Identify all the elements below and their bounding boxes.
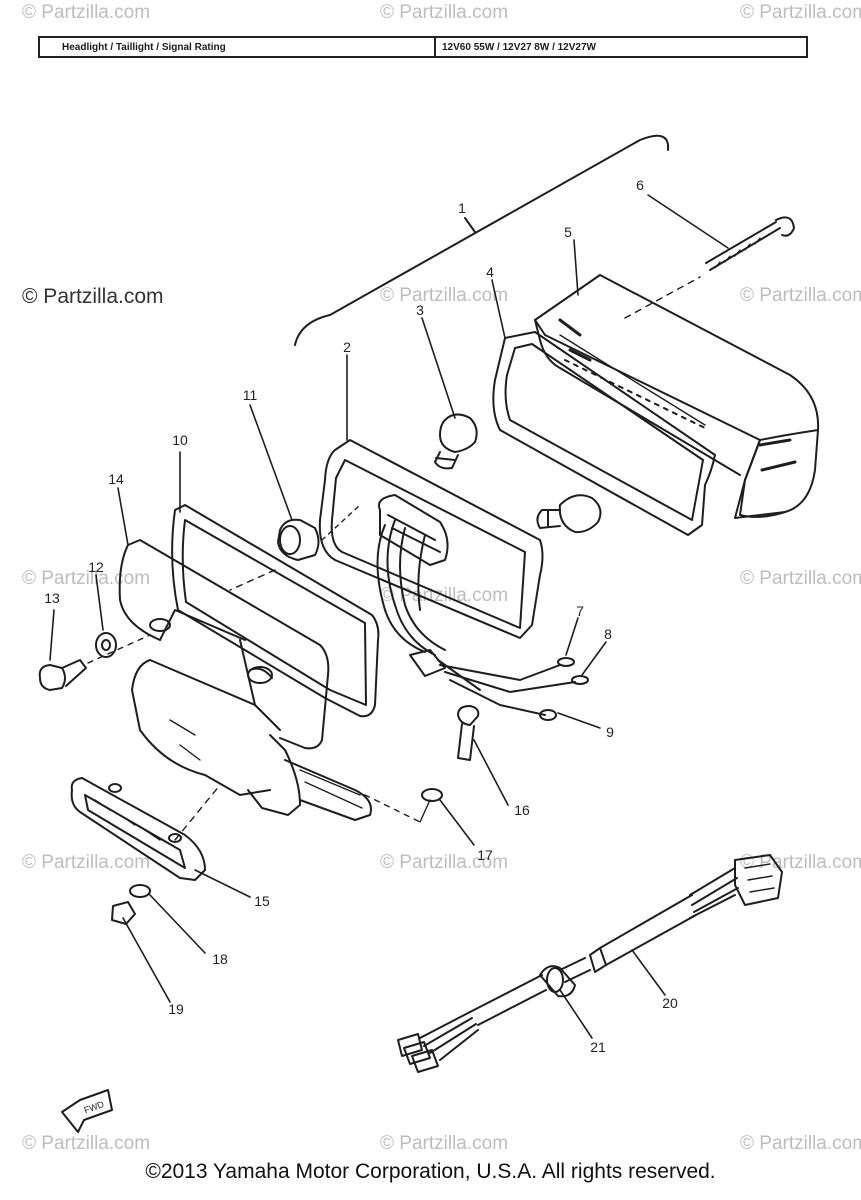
part-3-bulb-top [434,413,478,470]
watermark-10: © Partzilla.com [380,852,509,873]
part-12-washer [95,632,117,658]
assembly-bracket [294,134,670,346]
leader-21 [559,989,593,1039]
callout-4: 4 [486,264,494,280]
watermark-3: © Partzilla.com [740,2,861,23]
callout-12: 12 [88,559,104,575]
callout-13: 13 [44,590,60,606]
callout-9: 9 [606,724,614,740]
leader-9 [557,712,601,729]
callout-20: 20 [662,995,678,1011]
watermark-14: © Partzilla.com [740,1133,861,1154]
watermark-6: © Partzilla.com [22,568,151,589]
spec-value: 12V60 55W / 12V27 8W / 12V27W [442,41,596,53]
callout-7: 7 [576,603,584,619]
part-5-housing [534,274,820,519]
leader-3 [421,317,456,419]
watermark-2: © Partzilla.com [380,2,509,23]
callout-2: 2 [343,339,351,355]
callout-5: 5 [564,224,572,240]
watermark-1: © Partzilla.com [22,2,151,23]
spec-table: Headlight / Taillight / Signal Rating 12… [38,36,808,58]
callout-15: 15 [254,893,270,909]
watermark-4: © Partzilla.com [380,285,509,306]
watermark-11: © Partzilla.com [740,852,861,873]
spec-label: Headlight / Taillight / Signal Rating [40,38,436,56]
leader-15 [194,869,251,898]
part-2-frame [318,439,544,639]
part-21-grommet [397,965,576,1073]
watermark-5: © Partzilla.com [740,285,861,306]
leader-13 [49,609,55,661]
leader-16 [473,739,509,806]
part-20-cable [559,854,783,983]
callout-1: 1 [458,200,466,216]
watermark-main: © Partzilla.com [22,285,164,308]
callout-21: 21 [590,1039,606,1055]
part-16-bolt [457,705,480,761]
callout-11: 11 [243,387,258,403]
part-17-washer [354,788,443,823]
leader-6 [647,194,729,249]
leader-11 [249,404,293,521]
part-18-washer [129,884,151,898]
leader-7 [565,617,579,656]
leader-12 [95,574,104,631]
part-13-bolt [38,634,151,691]
leader-17 [439,799,475,846]
callout-17: 17 [477,847,493,863]
callout-8: 8 [604,626,612,642]
watermark-8: © Partzilla.com [740,568,861,589]
callout-10: 10 [172,432,188,448]
callout-14: 14 [108,471,124,487]
watermark-9: © Partzilla.com [22,852,151,873]
fwd-arrow-icon [61,1089,113,1133]
leader-18 [149,894,206,954]
wire-harness [376,519,589,721]
leader-14 [117,487,129,546]
leader-19 [122,917,171,1003]
part-11-grommet [277,504,361,561]
callout-18: 18 [212,951,228,967]
copyright-notice: ©2013 Yamaha Motor Corporation, U.S.A. A… [145,1160,716,1183]
part-15-plate-light [70,777,221,881]
callout-19: 19 [168,1001,184,1017]
part-14-base [118,539,372,821]
part-4-gasket [492,331,716,536]
callout-6: 6 [636,177,644,193]
callout-16: 16 [514,802,530,818]
leader-5 [573,239,579,296]
leader-4 [491,279,506,339]
part-19-nut [111,901,136,925]
part-3-bulb-side [536,494,602,534]
watermark-13: © Partzilla.com [380,1133,509,1154]
callout-3: 3 [416,302,424,318]
leader-20 [631,949,666,996]
watermark-12: © Partzilla.com [22,1133,151,1154]
part-10-gasket [171,504,380,718]
part-6-screw [624,216,795,319]
leader-8 [581,641,607,676]
